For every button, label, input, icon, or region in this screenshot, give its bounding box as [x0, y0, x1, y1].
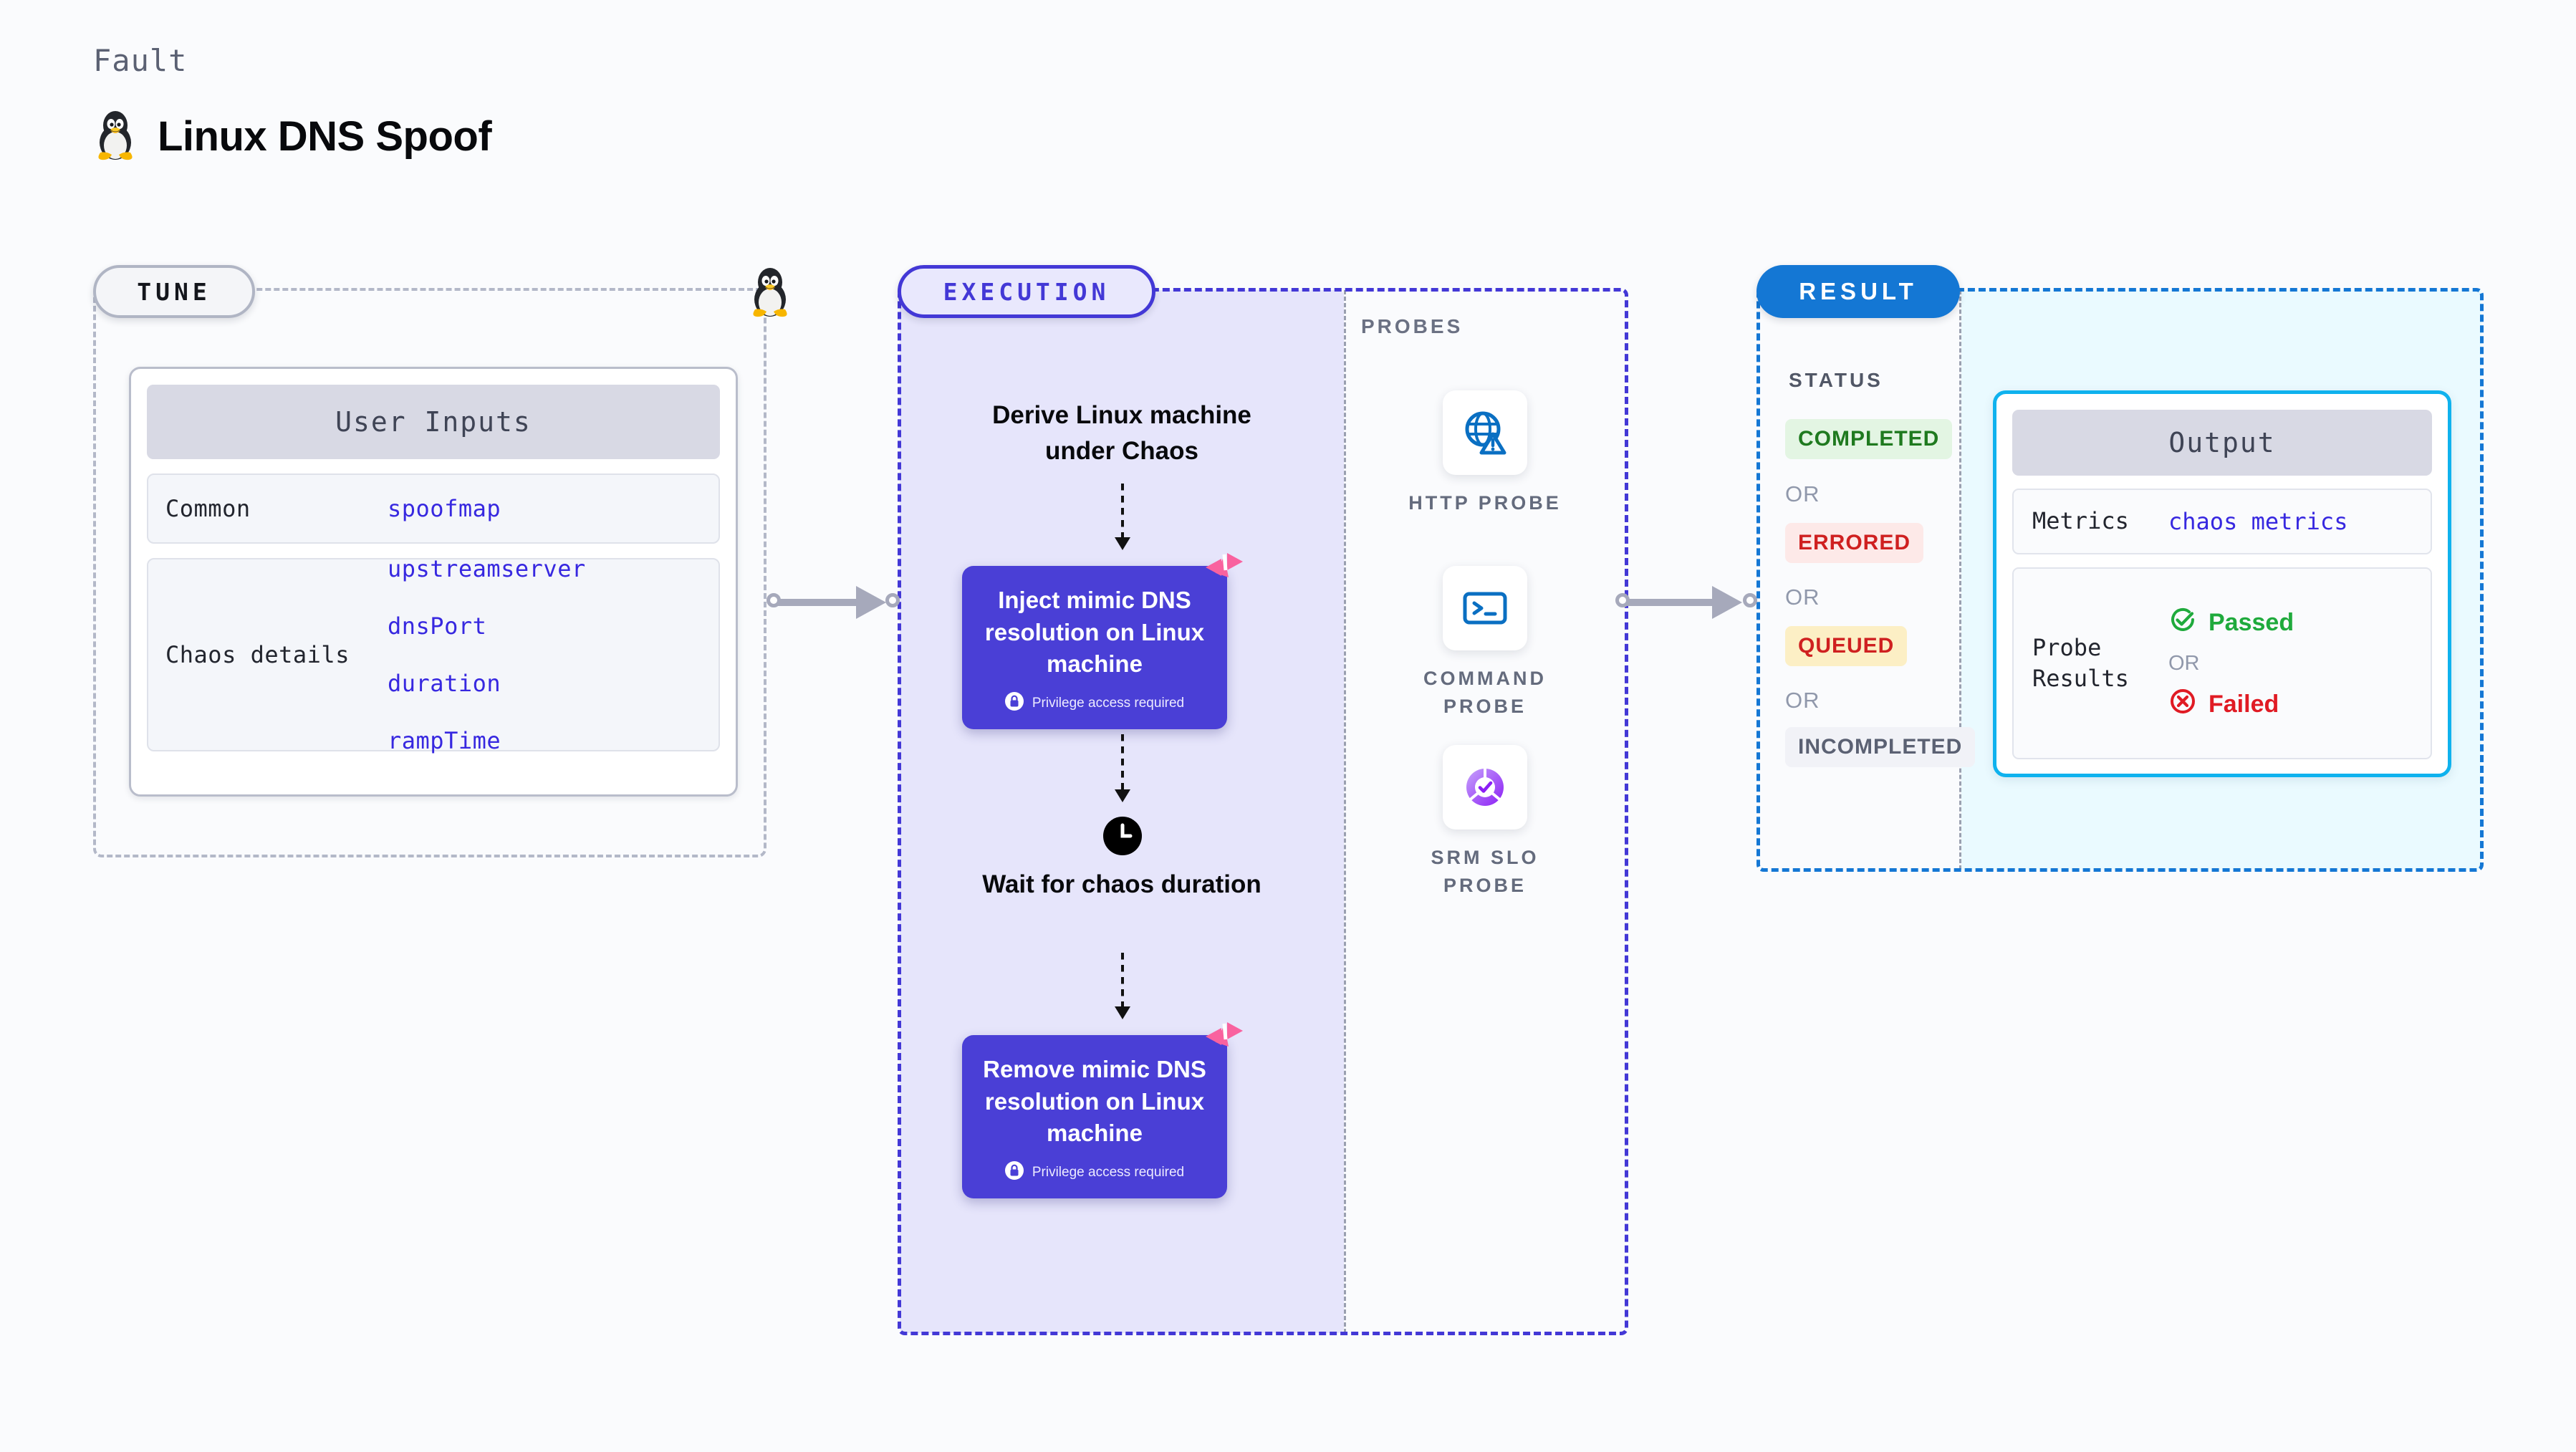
execution-card-title: Remove mimic DNS resolution on Linux mac… — [983, 1056, 1206, 1147]
chaos-logo-badge-icon — [1203, 1018, 1246, 1061]
user-inputs-title: User Inputs — [147, 385, 720, 459]
flow-connector — [1121, 484, 1124, 539]
privilege-note-text: Privilege access required — [1032, 1164, 1185, 1180]
output-row-metrics: Metrics chaos metrics — [2012, 489, 2432, 554]
slo-donut-check-icon — [1443, 745, 1527, 830]
status-badge-queued: QUEUED — [1785, 626, 1908, 666]
check-circle-icon — [2168, 605, 2197, 640]
tune-value-duration[interactable]: duration — [388, 670, 501, 697]
status-or-2: OR — [1785, 585, 1820, 610]
flow-arrowhead — [1115, 1006, 1130, 1019]
page-title-row: Linux DNS Spoof — [93, 108, 492, 165]
failed-label: Failed — [2209, 690, 2279, 718]
privilege-note-text: Privilege access required — [1032, 695, 1185, 711]
lock-icon — [1004, 691, 1024, 715]
metrics-value[interactable]: chaos metrics — [2168, 508, 2348, 535]
probe-results-key: Probe Results — [2032, 633, 2129, 692]
flow-connector — [1121, 734, 1124, 792]
page-eyebrow: Fault — [93, 43, 188, 78]
connector-tune-to-execution — [766, 580, 906, 623]
tune-value-ramptime[interactable]: rampTime — [388, 727, 501, 754]
tune-value-spoofmap[interactable]: spoofmap — [388, 495, 501, 522]
connector-execution-to-result — [1615, 580, 1769, 623]
result-pill-label: RESULT — [1756, 265, 1960, 318]
x-circle-icon — [2168, 687, 2197, 722]
tune-row-chaos-details: Chaos details upstreamserver dnsPort dur… — [147, 555, 720, 754]
status-section-label: STATUS — [1789, 369, 1883, 391]
execution-pill-label: EXECUTION — [898, 265, 1155, 318]
execution-card-remove[interactable]: Remove mimic DNS resolution on Linux mac… — [962, 1022, 1243, 1198]
output-card: Output Metrics chaos metrics Probe Resul… — [1993, 390, 2451, 777]
execution-step-derive-title: Derive Linux machine under Chaos — [992, 401, 1251, 465]
probe-label: SRM SLO PROBE — [1431, 847, 1539, 897]
execution-panel — [898, 288, 1628, 1335]
flow-connector — [1121, 953, 1124, 1009]
tune-value-dnsport[interactable]: dnsPort — [388, 612, 487, 640]
privilege-note: Privilege access required — [978, 1160, 1211, 1184]
probe-http[interactable]: HTTP PROBE — [1406, 390, 1564, 517]
tune-row-key: Common — [165, 495, 251, 522]
tune-value-upstreamserver[interactable]: upstreamserver — [388, 555, 586, 582]
probe-result-or: OR — [2168, 651, 2200, 675]
result-status-column — [1759, 290, 1961, 870]
probe-srm-slo[interactable]: SRM SLO PROBE — [1406, 745, 1564, 900]
chaos-logo-badge-icon — [1203, 549, 1246, 592]
probe-label: HTTP PROBE — [1408, 492, 1562, 514]
execution-step-wait-title: Wait for chaos duration — [982, 870, 1261, 898]
metrics-key: Metrics — [2032, 507, 2129, 535]
output-title: Output — [2012, 410, 2432, 476]
page-header: Fault Linux DNS Spoof — [93, 43, 492, 165]
result-panel — [1756, 288, 2484, 872]
execution-flow: Derive Linux machine under Chaos Inject … — [900, 290, 1344, 1333]
privilege-note: Privilege access required — [978, 691, 1211, 715]
status-or-3: OR — [1785, 688, 1820, 713]
tune-pill-label: TUNE — [93, 265, 255, 318]
probes-section-label: PROBES — [1361, 315, 1464, 337]
probe-result-passed: Passed — [2168, 605, 2294, 640]
status-badge-completed: COMPLETED — [1785, 419, 1953, 459]
user-inputs-card: User Inputs Common spoofmap Chaos detail… — [129, 367, 738, 797]
tune-panel — [93, 288, 766, 857]
flow-arrowhead — [1115, 789, 1130, 802]
probe-command[interactable]: COMMAND PROBE — [1406, 566, 1564, 721]
status-or-1: OR — [1785, 481, 1820, 506]
flow-arrowhead — [1115, 537, 1130, 550]
passed-label: Passed — [2209, 608, 2294, 636]
probe-result-failed: Failed — [2168, 687, 2294, 722]
page-title: Linux DNS Spoof — [158, 113, 492, 160]
execution-card-inject[interactable]: Inject mimic DNS resolution on Linux mac… — [962, 553, 1243, 729]
status-badge-errored: ERRORED — [1785, 523, 1924, 563]
status-badge-incompleted: INCOMPLETED — [1785, 727, 1976, 767]
terminal-icon — [1443, 566, 1527, 650]
probe-label: COMMAND PROBE — [1423, 668, 1547, 718]
tune-row-key: Chaos details — [165, 641, 350, 668]
tux-penguin-border-icon — [744, 265, 797, 318]
tux-penguin-icon — [93, 108, 138, 165]
clock-icon — [1103, 817, 1142, 855]
lock-icon — [1004, 1160, 1024, 1184]
execution-card-title: Inject mimic DNS resolution on Linux mac… — [984, 587, 1205, 678]
output-row-probe-results: Probe Results Passed OR — [2012, 567, 2432, 759]
tune-row-common: Common spoofmap — [147, 473, 720, 544]
globe-warning-icon — [1443, 390, 1527, 475]
